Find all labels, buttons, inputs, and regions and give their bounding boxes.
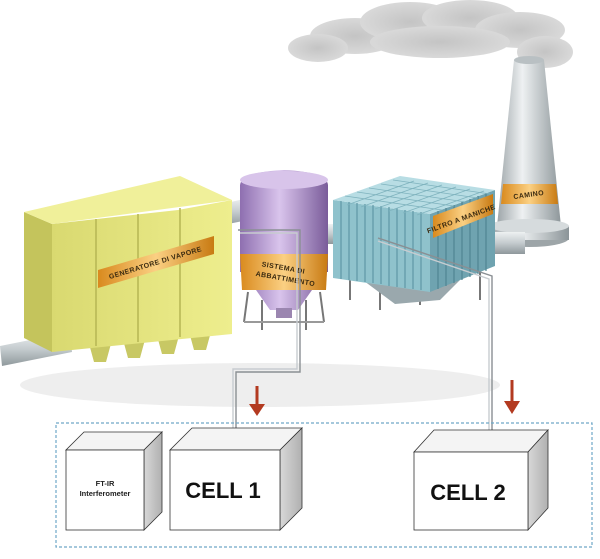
sampling-line-2: [377, 237, 493, 430]
bag-filter: FILTRO A MANICHE: [333, 176, 497, 310]
cell-2-label: CELL 2: [430, 480, 505, 505]
smoke-plume: [288, 0, 573, 68]
steam-generator: GENERATORE DI VAPORE: [24, 176, 232, 362]
ground-shadow: [20, 363, 500, 407]
ftir-label-line1: FT-IR: [96, 479, 115, 488]
cell-1-box: CELL 1: [169, 427, 303, 531]
abatement-tank: SISTEMA DI ABBATTIMENTO: [240, 170, 328, 330]
stack: CAMINO: [489, 56, 569, 247]
ftir-label-line2: Interferometer: [80, 489, 131, 498]
ftir-interferometer-box: FT-IR Interferometer: [65, 431, 163, 531]
sampling-line-1: [232, 229, 301, 428]
cell-1-label: CELL 1: [185, 478, 260, 503]
pipe-filter-stack: [490, 232, 525, 254]
stack-label: CAMINO: [513, 190, 545, 201]
arrow-down-icon: [249, 386, 265, 416]
cell-2-box: CELL 2: [413, 428, 549, 532]
instrument-enclosure: [55, 422, 593, 548]
arrow-down-icon: [504, 380, 520, 414]
